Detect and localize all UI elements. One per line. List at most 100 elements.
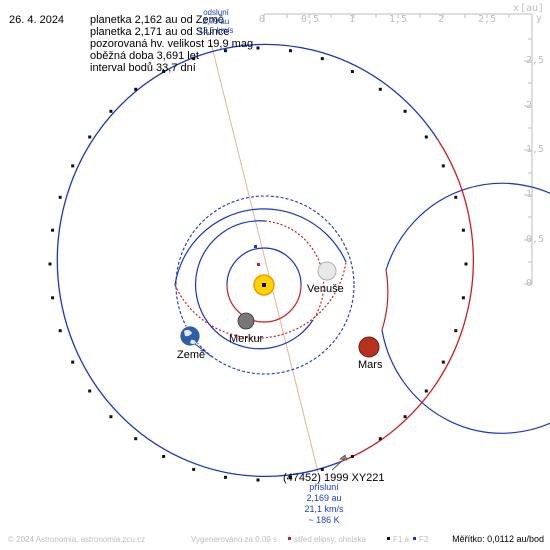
axis-x-corner: x bbox=[513, 3, 520, 14]
ellipse-center-marker bbox=[257, 263, 260, 266]
earth-orbit-front bbox=[174, 208, 347, 286]
asteroid-point bbox=[464, 262, 468, 266]
asteroid-point bbox=[403, 415, 407, 419]
asteroid-point bbox=[454, 195, 458, 199]
legend-f1-mark bbox=[387, 537, 390, 540]
info-line-period: oběžná doba 3,691 let bbox=[90, 50, 199, 62]
asteroid-point bbox=[109, 109, 113, 113]
mars-icon bbox=[358, 336, 380, 358]
asteroid-point bbox=[192, 57, 196, 61]
perihelion-temp: ~ 186 K bbox=[308, 515, 340, 525]
x-tick-0-5: 0,5 bbox=[301, 14, 320, 25]
x-tick-2: 2 bbox=[438, 14, 445, 25]
scale-label: Měřítko: 0,0112 au/bod bbox=[452, 534, 544, 544]
venus-label: Venuše bbox=[307, 283, 344, 295]
y-tick-1: 1 bbox=[526, 189, 533, 200]
legend-f2-mark bbox=[413, 537, 416, 540]
perihelion-title: přísluní bbox=[309, 482, 339, 492]
aphelion-label: odsluní 2,79 au 12,5 km/s bbox=[196, 8, 236, 35]
asteroid-orbit-back bbox=[339, 139, 474, 463]
asteroid-point bbox=[58, 329, 62, 333]
asteroid-point bbox=[51, 296, 55, 300]
x-tick-2-5: 2,5 bbox=[478, 14, 497, 25]
asteroid-point bbox=[454, 329, 458, 333]
info-line-interval: interval bodů 33,7 dní bbox=[90, 62, 196, 74]
x-axis-ticks bbox=[263, 14, 510, 22]
asteroid-point bbox=[134, 437, 138, 441]
asteroid-point bbox=[71, 164, 75, 168]
asteroid-point bbox=[378, 87, 382, 91]
mercury-icon bbox=[237, 312, 255, 330]
footer-legend-f2: F2 bbox=[419, 535, 429, 544]
mercury-orbit-front bbox=[226, 247, 302, 286]
asteroid-point bbox=[403, 109, 407, 113]
aphelion-title: odsluní bbox=[203, 8, 229, 17]
asteroid-point bbox=[134, 87, 138, 91]
asteroid-point bbox=[88, 135, 92, 139]
axis-unit: [au] bbox=[520, 3, 545, 14]
asteroid-point bbox=[256, 478, 260, 482]
asteroid-point bbox=[71, 360, 75, 364]
asteroid-point bbox=[350, 70, 354, 73]
asteroid-point bbox=[58, 195, 62, 199]
asteroid-label: (47452) 1999 XY221 bbox=[283, 472, 385, 484]
asteroid-point bbox=[441, 360, 445, 364]
mars-orbit-back bbox=[381, 269, 389, 331]
asteroid-leader-line bbox=[331, 460, 343, 471]
asteroid-point bbox=[441, 164, 445, 168]
asteroid-point bbox=[424, 135, 428, 139]
asteroid-point bbox=[192, 467, 196, 471]
focus-f2-marker bbox=[254, 245, 257, 248]
x-tick-1: 1 bbox=[349, 14, 356, 25]
asteroid-point bbox=[51, 228, 55, 232]
asteroid-point bbox=[320, 57, 324, 61]
earth-clouds bbox=[184, 329, 196, 344]
earth-label: Země bbox=[177, 349, 206, 361]
info-line-magnitude: pozorovaná hv. velikost 19,9 mag bbox=[90, 38, 254, 50]
earth-leader-line bbox=[194, 343, 213, 358]
y-tick-0-5: 0,5 bbox=[526, 234, 545, 245]
y-tick-2: 2 bbox=[526, 100, 533, 111]
perihelion-label: přísluní 2,169 au 21,1 km/s ~ 186 K bbox=[294, 482, 354, 526]
legend-center-mark bbox=[288, 537, 291, 540]
earth-orbit-back bbox=[174, 261, 347, 339]
perihelion-distance: 2,169 au bbox=[306, 493, 342, 503]
focus-f1-marker bbox=[262, 283, 266, 287]
asteroid-orbit-front bbox=[56, 43, 439, 477]
aphelion-distance: 2,79 au bbox=[202, 17, 230, 26]
y-tick-2-5: 2,5 bbox=[526, 55, 545, 66]
asteroid-position-points bbox=[48, 46, 468, 482]
footer-legend-center: střed elipsy, ohniska bbox=[294, 535, 366, 544]
asteroid-point bbox=[320, 467, 324, 471]
info-panel: planetka 2,162 au od Země planetka 2,171… bbox=[90, 14, 253, 74]
footer-generated: Vygenerováno za 0,09 s bbox=[191, 535, 277, 544]
asteroid-point bbox=[256, 46, 260, 50]
asteroid-point bbox=[88, 389, 92, 393]
asteroid-point bbox=[224, 475, 227, 479]
asteroid-point bbox=[461, 296, 465, 300]
asteroid-point bbox=[48, 262, 52, 266]
mercury-label: Merkur bbox=[229, 333, 264, 345]
y-tick-1-5: 1,5 bbox=[526, 144, 545, 155]
asteroid-point bbox=[162, 455, 166, 458]
date-label: 26. 4. 2024 bbox=[9, 14, 65, 26]
asteroid-icon bbox=[339, 454, 348, 461]
venus-icon bbox=[317, 261, 337, 281]
asteroid-point bbox=[289, 475, 292, 479]
x-tick-0: 0 bbox=[259, 14, 266, 25]
asteroid-point bbox=[109, 415, 113, 419]
asteroid-point bbox=[289, 49, 292, 53]
info-line-sun-distance: planetka 2,171 au od Slunce bbox=[90, 26, 230, 38]
info-line-earth-distance: planetka 2,162 au od Země bbox=[90, 14, 224, 26]
y-tick-0: 0 bbox=[526, 278, 533, 289]
earth-orbit-dashed bbox=[175, 195, 355, 375]
y-axis-ticks bbox=[524, 38, 532, 285]
apsides-line bbox=[210, 42, 319, 473]
axis-y-corner: y bbox=[536, 13, 543, 24]
mars-orbit-front bbox=[381, 182, 550, 434]
asteroid-point bbox=[162, 70, 166, 73]
perihelion-speed: 21,1 km/s bbox=[304, 504, 344, 514]
mercury-orbit-back bbox=[226, 284, 302, 323]
